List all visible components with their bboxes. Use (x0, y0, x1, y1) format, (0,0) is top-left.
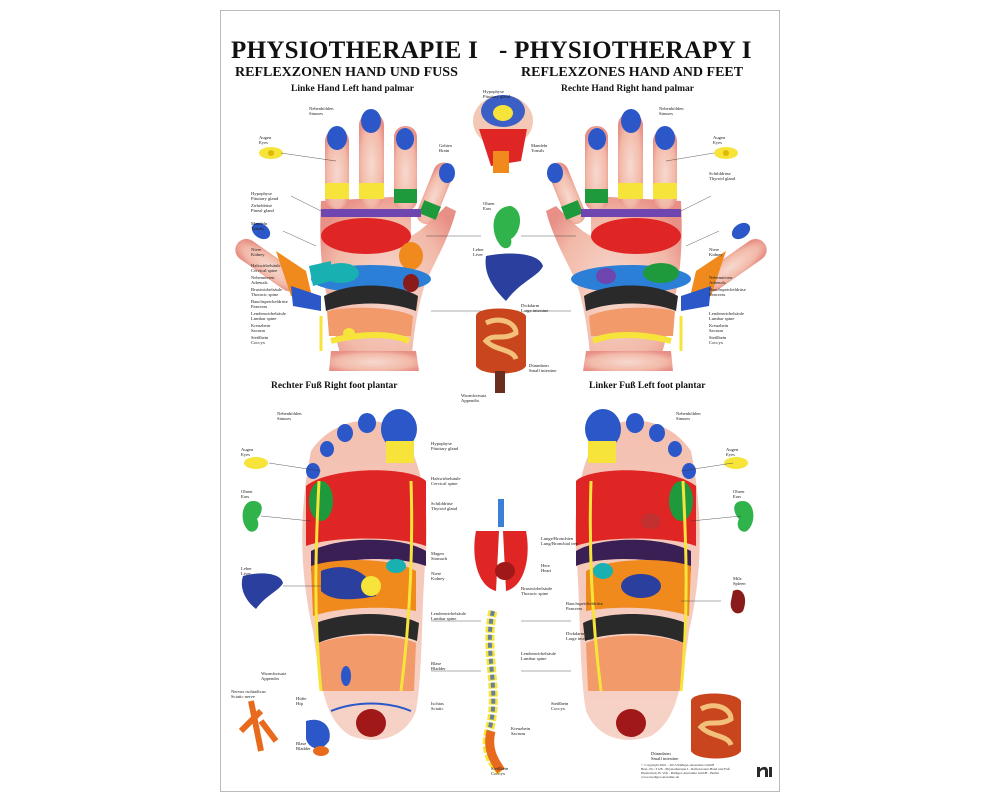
ear-icon-foot-left (242, 501, 262, 532)
intestine-diagram (476, 308, 526, 393)
nerve-icon-foot (238, 700, 279, 752)
ear-icon-foot-right (734, 501, 754, 532)
copyright-block: © Copyright 2001 - 2015 Rüdiger-Anatomie… (641, 763, 730, 779)
ear-diagram (493, 206, 521, 249)
left-hand (235, 109, 456, 371)
section-right-foot: Rechter Fuß Right foot plantar (271, 381, 398, 391)
title-german: PHYSIOTHERAPIE I (231, 37, 479, 64)
reflexology-illustration (235, 95, 767, 775)
bladder-icon-foot (306, 719, 330, 756)
subtitle-german: REFLEXZONEN HAND UND FUSS (235, 65, 458, 80)
subtitle-english: REFLEXZONES HAND AND FEET (521, 65, 744, 80)
publisher-logo (757, 766, 772, 777)
spleen-icon-foot (730, 589, 746, 614)
intestine-icon-foot (691, 693, 741, 759)
liver-icon-foot (241, 573, 283, 609)
head-diagram (473, 95, 533, 173)
left-foot (575, 409, 700, 740)
lung-heart-diagram (474, 499, 528, 591)
poster-sheet: PHYSIOTHERAPIE I - PHYSIOTHERAPY I REFLE… (220, 10, 780, 792)
section-left-foot: Linker Fuß Left foot plantar (589, 381, 706, 391)
eye-icon-foot-left (244, 457, 268, 469)
eye-icon-right (714, 147, 738, 159)
eye-icon-foot-right (724, 457, 748, 469)
title-english: - PHYSIOTHERAPY I (499, 37, 752, 64)
right-hand (546, 109, 767, 371)
right-foot (302, 409, 427, 740)
section-left-hand: Linke Hand Left hand palmar (291, 84, 414, 94)
liver-diagram (485, 253, 543, 301)
spine-diagram (482, 609, 505, 775)
section-right-hand: Rechte Hand Right hand palmar (561, 84, 695, 94)
eye-icon (259, 147, 283, 159)
